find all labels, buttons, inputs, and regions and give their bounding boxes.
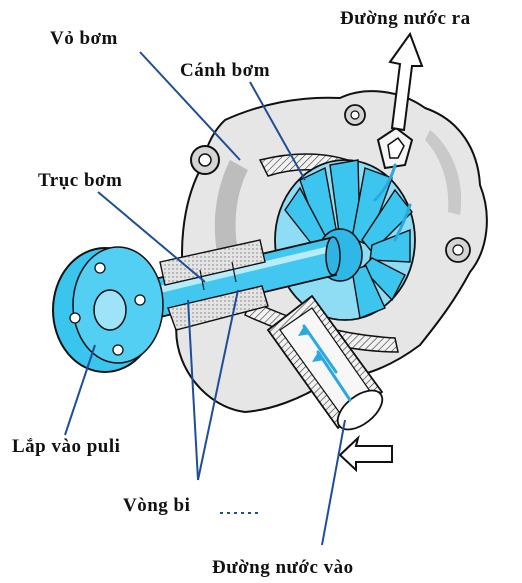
pulley-bolt-hole <box>113 345 123 355</box>
label-pulley: Lắp vào puli <box>12 436 120 458</box>
label-inlet: Đường nước vào <box>212 557 354 579</box>
label-outlet: Đường nước ra <box>340 8 471 30</box>
leader-inlet <box>322 420 345 545</box>
inlet-arrow-icon <box>340 438 392 470</box>
label-shaft: Trục bơm <box>38 170 122 192</box>
label-housing: Vỏ bơm <box>50 28 118 50</box>
pulley-bolt-hole <box>70 313 80 323</box>
label-bearing: Vòng bi <box>123 495 190 517</box>
pulley-bolt-hole <box>95 263 105 273</box>
pulley-bolt-hole <box>135 295 145 305</box>
label-impeller: Cánh bơm <box>180 60 270 82</box>
pulley-flange <box>53 247 163 372</box>
